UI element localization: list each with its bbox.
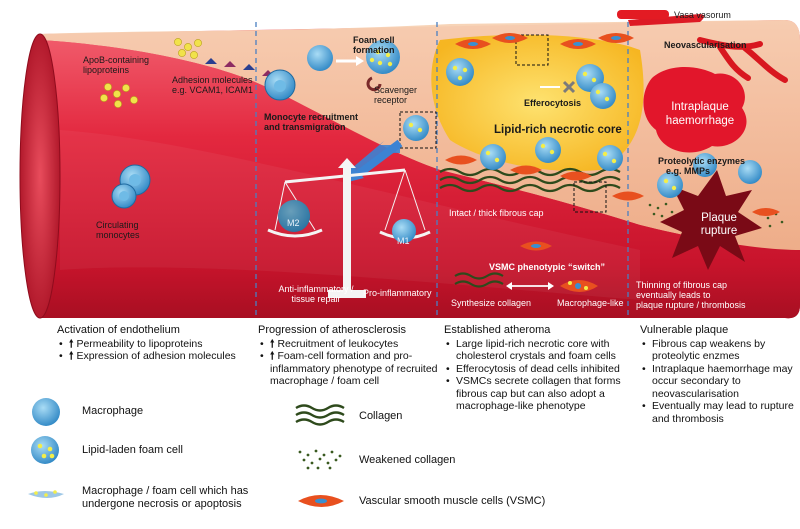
transmigrating-monocyte	[264, 69, 296, 101]
legend-weakened-collagen-icon	[298, 449, 342, 470]
intraplaque-haemorrhage	[643, 67, 747, 153]
up-arrow-icon: 🠕	[270, 350, 275, 362]
efferocytosis-blocked-icon	[562, 80, 576, 94]
stage-dividers	[255, 22, 629, 318]
lipoproteins	[100, 38, 202, 108]
anti-inflammatory-label: Anti-inflammatory /tissue repair	[278, 284, 354, 304]
stage-activation: Activation of endothelium 🠕 Permeability…	[57, 324, 252, 363]
vsmc-switch-label: VSMC phenotypic “switch”	[489, 262, 606, 272]
vasa-vasorum	[617, 10, 788, 83]
vasa-vasorum-label: Vasa vasorum	[674, 10, 731, 20]
fibrous-cap-label: Intact / thick fibrous cap	[449, 208, 544, 218]
circulating-monocytes	[111, 164, 151, 209]
legend-necrotic-icon	[28, 490, 64, 498]
up-arrow-icon: 🠕	[69, 350, 74, 362]
zoom-boxes	[399, 34, 607, 213]
pro-inflammatory-label: Pro-inflammatory	[363, 288, 432, 298]
plaque-foam-cells	[403, 58, 762, 198]
up-arrow-icon: 🠕	[69, 337, 74, 350]
foam-cell-formation-cells	[307, 40, 400, 92]
up-arrow-icon: 🠕	[270, 337, 275, 350]
legend-macrophage-icon	[32, 398, 60, 426]
m2-label: M2	[287, 218, 300, 228]
stage-progression: Progression of atherosclerosis 🠕 Recruit…	[258, 324, 438, 388]
stage-vulnerable: Vulnerable plaque Fibrous cap weakens by…	[640, 324, 795, 425]
efferocytosis-label: Efferocytosis	[524, 98, 582, 108]
legend-weakened-collagen-label: Weakened collagen	[359, 454, 456, 466]
legend-vsmc-label: Vascular smooth muscle cells (VSMC)	[359, 495, 546, 507]
legend-macrophage-label: Macrophage	[82, 405, 144, 417]
balance-scale	[267, 158, 431, 298]
macrophage-like-vsmc	[560, 280, 598, 292]
legend-icons	[28, 398, 345, 507]
vsmc-switch-collagen	[454, 272, 504, 288]
legend-foam-cell-label: Lipid-laden foam cell	[82, 444, 183, 456]
legend-foam-cell-icon	[31, 436, 59, 464]
legend-collagen-icon	[295, 404, 345, 426]
necrotic-core-label: Lipid-rich necrotic core	[494, 124, 622, 136]
neovascularisation-label: Neovascularisation	[664, 40, 747, 50]
synth-collagen-label: Synthesize collagen	[451, 298, 532, 308]
vsmc-cells	[445, 33, 780, 251]
plaque-rupture-star	[660, 170, 762, 270]
legend-vsmc-icon	[298, 495, 344, 507]
legend-collagen-label: Collagen	[359, 410, 403, 422]
m1-label: M1	[397, 236, 410, 246]
stage-established: Established atheroma Large lipid-rich ne…	[444, 324, 628, 413]
macrophage-like-label: Macrophage-like	[557, 298, 624, 308]
